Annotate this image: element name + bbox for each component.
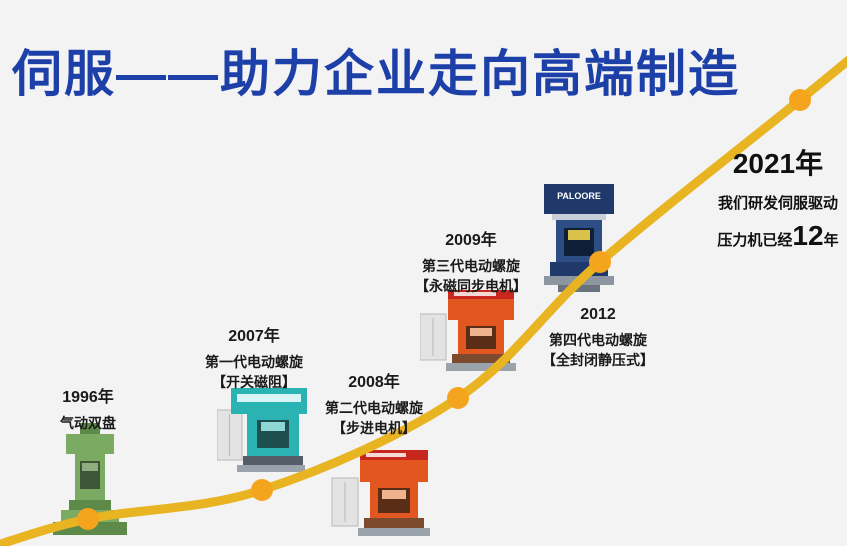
press-crown [544,184,614,214]
press-machine-2007-illustration [216,388,307,477]
milestone-spec-2009: 【永磁同步电机】 [415,278,527,294]
press-machine-2007-drawing [216,388,307,472]
press-ram [382,490,406,499]
banner-text-stripe [366,453,406,457]
press-ram [568,230,590,240]
press-crown [448,298,514,320]
endpoint-line2-suffix: 年 [823,232,839,249]
press-crown-stripe [237,394,301,402]
press-base-step [69,500,111,510]
milestone-name-2008: 第二代电动螺旋 [325,400,423,416]
press-machine-2012-illustration: PALOORE [534,184,624,297]
milestone-spec-2007: 【开关磁阻】 [212,374,296,390]
endpoint-2021-block: 2021年 我们研发伺服驱动 压力机已经12年 [717,142,838,252]
milestone-year-2009: 2009年 [445,232,497,249]
milestone-label-2007: 2007年 第一代电动螺旋 【开关磁阻】 [205,322,303,392]
endpoint-line2: 压力机已经12年 [717,220,838,252]
milestone-year-2012: 2012 [580,306,616,323]
press-machine-2008-drawing [331,450,430,536]
endpoint-line2-number: 12 [792,220,824,251]
milestone-name-2012: 第四代电动螺旋 [549,332,647,348]
milestone-label-2008: 2008年 第二代电动螺旋 【步进电机】 [325,368,423,438]
milestone-name-2009: 第三代电动螺旋 [422,258,520,274]
press-ram [261,422,285,431]
milestone-marker-2007 [251,479,273,501]
press-crown-stripe [552,214,606,220]
press-base [364,518,424,528]
press-machine-2012-drawing: PALOORE [544,184,614,292]
page-title: 伺服——助力企业走向高端制造 [12,46,740,102]
milestone-label-1996: 1996年 气动双盘 [60,383,116,433]
milestone-spec-2008: 【步进电机】 [332,420,416,436]
milestone-marker-1996 [77,508,99,530]
press-foot [558,285,600,292]
press-brand-text: PALOORE [557,191,601,201]
press-ram [470,328,492,336]
press-machine-2008-illustration [330,450,432,543]
press-base-plate [358,528,430,536]
press-crown [66,434,114,454]
milestone-marker-2021 [789,89,811,111]
press-crown [360,460,428,482]
milestone-year-1996: 1996年 [62,389,114,406]
press-base-plate [446,363,516,371]
milestone-marker-2012 [589,251,611,273]
milestone-name-2007: 第一代电动螺旋 [205,354,303,370]
milestone-year-2008: 2008年 [348,374,400,391]
press-base [243,456,303,465]
milestone-marker-2008 [447,387,469,409]
endpoint-line2-prefix: 压力机已经 [717,232,793,249]
milestone-spec-2012: 【全封闭静压式】 [542,352,654,368]
press-machine-2009-illustration [419,290,518,377]
press-base-plate [237,465,305,472]
press-motor [80,423,100,435]
banner-text-stripe [454,292,496,296]
endpoint-year: 2021年 [732,148,824,179]
press-machine-2009-drawing [419,290,516,371]
endpoint-line1: 我们研发伺服驱动 [717,195,838,212]
milestone-name-1996: 气动双盘 [60,415,116,431]
press-base [452,354,510,363]
milestone-label-2012: 2012 第四代电动螺旋 【全封闭静压式】 [542,306,654,370]
press-ram [82,463,98,471]
milestone-label-2009: 2009年 第三代电动螺旋 【永磁同步电机】 [415,226,527,296]
milestone-year-2007: 2007年 [228,328,280,345]
